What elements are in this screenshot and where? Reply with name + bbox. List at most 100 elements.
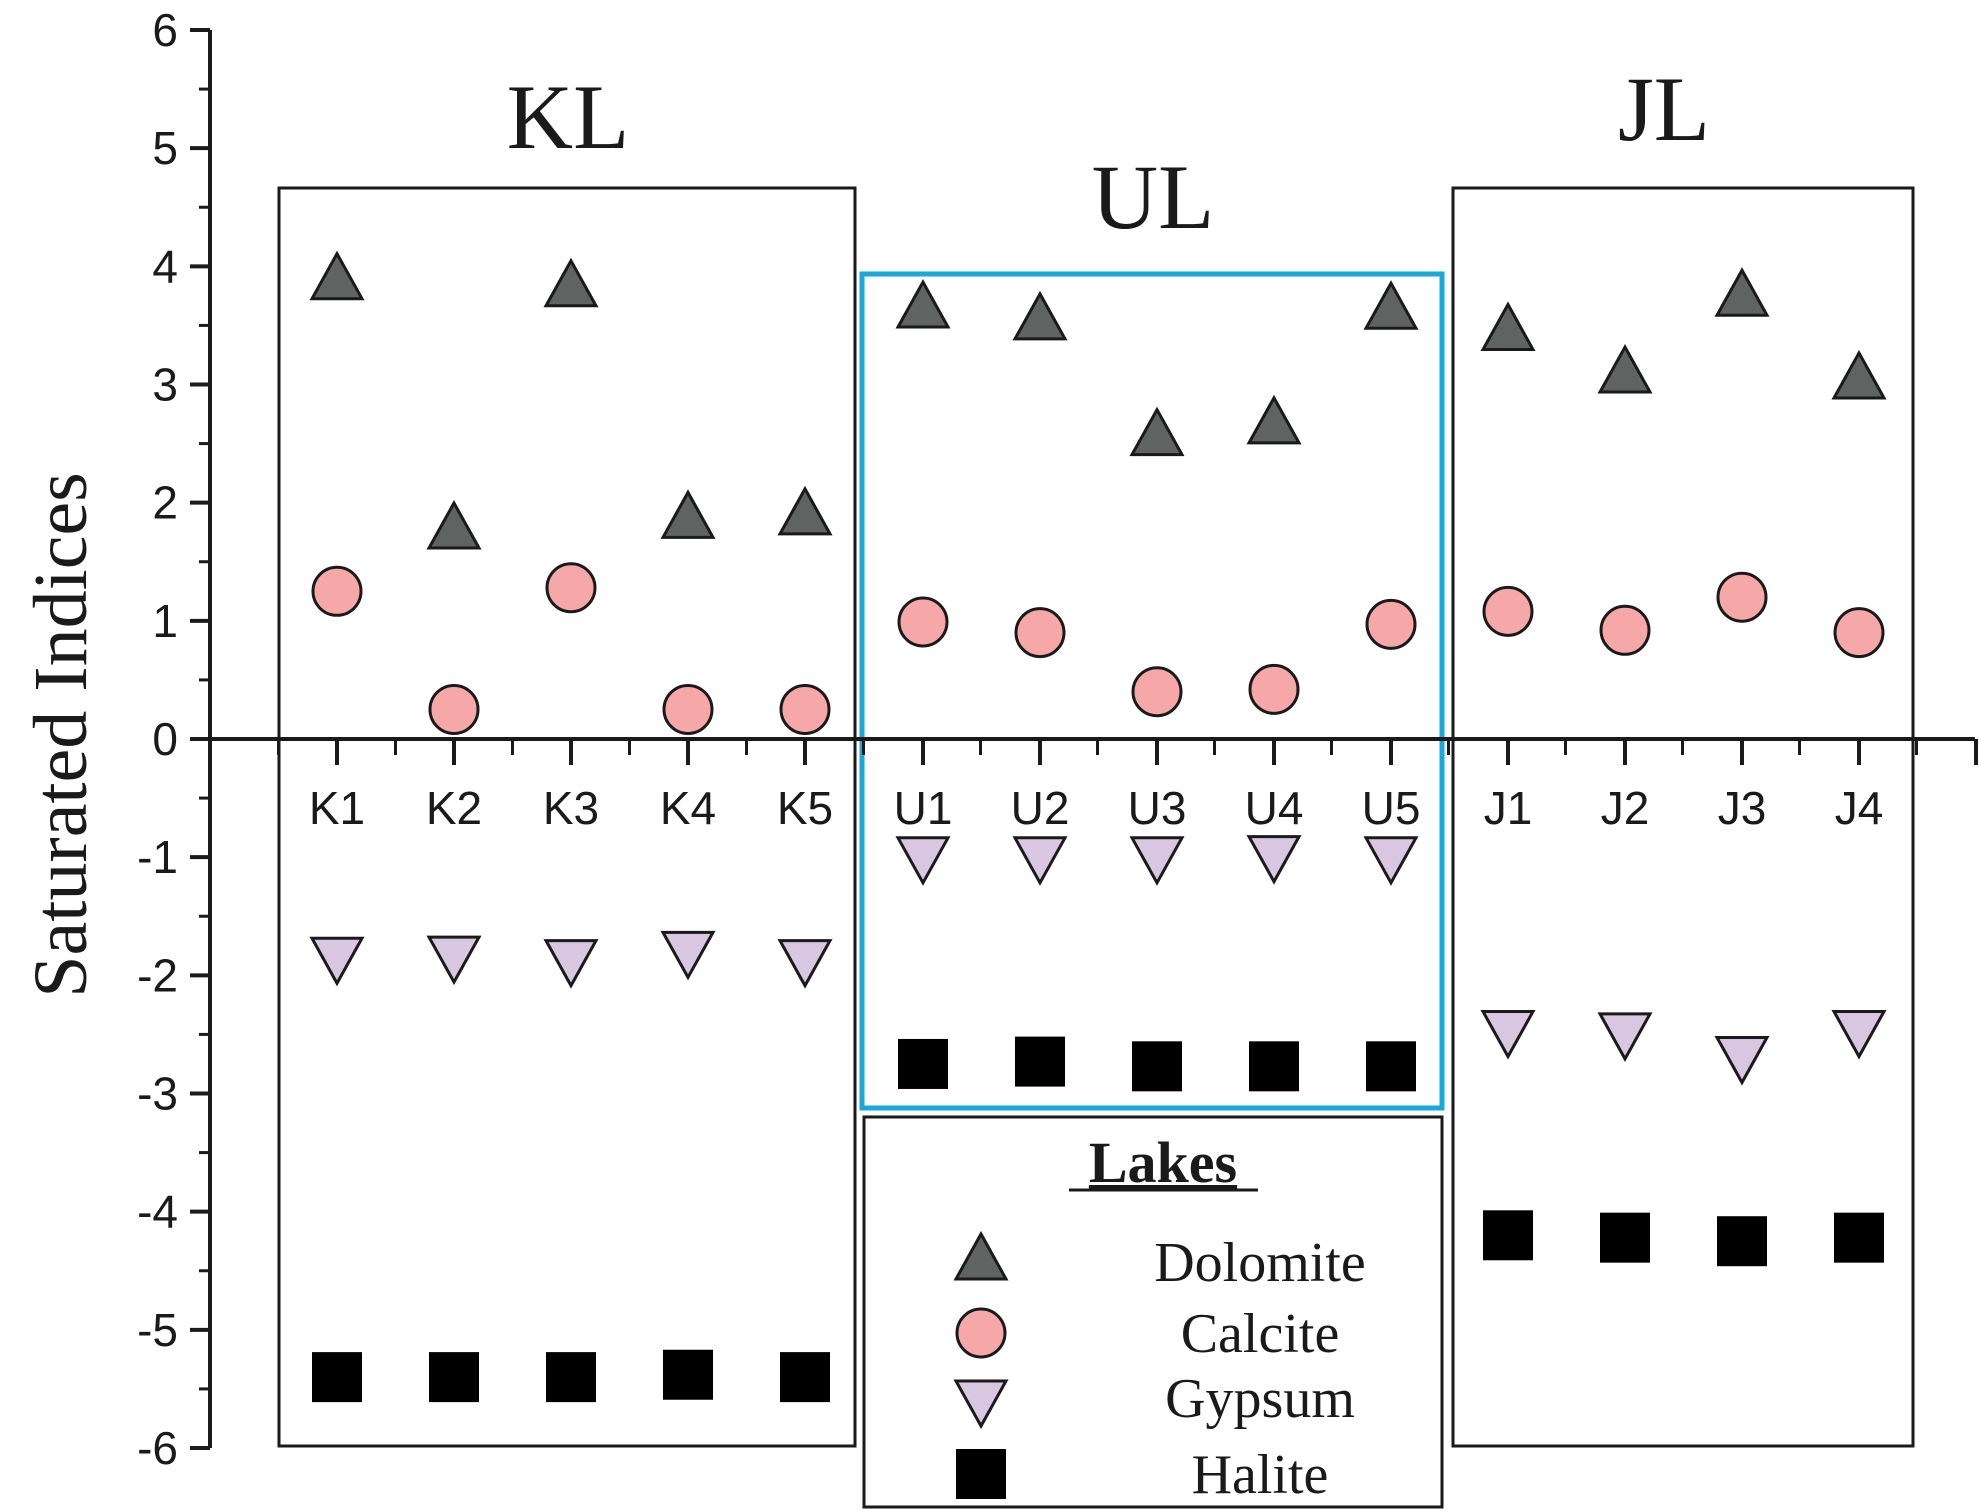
gypsum-point-k3 [543, 939, 599, 989]
halite-point-k4 [663, 1349, 713, 1400]
calcite-point-j2 [1599, 604, 1651, 656]
x-tick-label-k4: K4 [660, 782, 716, 834]
x-tick-label-k1: K1 [309, 782, 365, 834]
dolomite-point-k4 [660, 489, 716, 539]
legend-marker-gypsum [953, 1379, 1009, 1430]
y-tick-label: -5 [137, 1304, 178, 1356]
dolomite-point-k5 [777, 485, 833, 536]
calcite-point-k2 [428, 683, 480, 735]
gypsum-point-j1 [1480, 1010, 1536, 1060]
halite-point-u3 [1132, 1041, 1182, 1092]
calcite-point-k3 [545, 562, 597, 614]
legend-label-halite: Halite [1192, 1444, 1329, 1506]
dolomite-point-k1 [309, 250, 365, 301]
group-boxes [277, 186, 1915, 1448]
calcite-point-j3 [1716, 571, 1768, 623]
x-tick-label-j4: J4 [1835, 782, 1884, 834]
gypsum-point-k4 [660, 930, 716, 981]
legend-label-calcite: Calcite [1181, 1303, 1340, 1365]
legend-marker-dolomite [953, 1230, 1009, 1281]
series-dolomite [309, 250, 1887, 550]
y-tick-label: -4 [137, 1186, 178, 1238]
halite-point-j1 [1483, 1210, 1533, 1261]
x-tick-label-k3: K3 [543, 782, 599, 834]
legend-label-gypsum: Gypsum [1165, 1368, 1355, 1430]
y-tick-label: 5 [152, 122, 178, 174]
dolomite-point-u3 [1129, 406, 1185, 457]
series-gypsum [309, 835, 1887, 1086]
legend-label-dolomite: Dolomite [1154, 1232, 1366, 1294]
y-tick-label: 2 [152, 477, 178, 529]
halite-point-j4 [1834, 1212, 1884, 1263]
x-tick-label-u5: U5 [1362, 782, 1421, 834]
legend-title: Lakes [1089, 1130, 1237, 1195]
gypsum-point-u3 [1129, 836, 1185, 886]
dolomite-point-u5 [1363, 280, 1419, 330]
halite-point-j3 [1717, 1216, 1767, 1267]
y-tick-label: 1 [152, 595, 178, 647]
group-box-jl [1451, 186, 1915, 1448]
halite-point-u2 [1015, 1036, 1065, 1087]
calcite-point-j4 [1833, 607, 1885, 659]
calcite-point-k4 [662, 683, 714, 735]
gypsum-point-u2 [1012, 836, 1068, 886]
group-label-ul: UL [1092, 146, 1215, 248]
legend-marker-halite [956, 1449, 1006, 1499]
dolomite-point-j1 [1480, 301, 1536, 352]
x-tick-label-j3: J3 [1718, 782, 1767, 834]
x-tick-label-k2: K2 [426, 782, 482, 834]
gypsum-point-u1 [895, 836, 951, 886]
x-tick-label-j1: J1 [1484, 782, 1533, 834]
calcite-point-u1 [897, 596, 949, 648]
gypsum-point-k2 [426, 935, 482, 986]
dolomite-point-u2 [1012, 290, 1068, 341]
halite-point-k5 [780, 1352, 830, 1403]
dolomite-point-k2 [426, 499, 482, 550]
halite-point-u5 [1366, 1041, 1416, 1092]
y-tick-label: 0 [152, 713, 178, 765]
calcite-point-u4 [1248, 663, 1300, 715]
data-markers [309, 250, 1887, 1403]
y-tick-label: 6 [152, 4, 178, 56]
x-tick-label-u4: U4 [1245, 782, 1304, 834]
calcite-point-u5 [1365, 598, 1417, 650]
gypsum-point-u5 [1363, 836, 1419, 886]
series-calcite [311, 562, 1885, 735]
y-tick-label: 3 [152, 359, 178, 411]
halite-point-j2 [1600, 1212, 1650, 1263]
halite-point-u4 [1249, 1041, 1299, 1092]
group-labels: KL UL JL [507, 58, 1710, 248]
y-tick-label: -3 [137, 1068, 178, 1120]
halite-point-k3 [546, 1352, 596, 1403]
group-box-kl [277, 186, 857, 1448]
gypsum-point-j2 [1597, 1012, 1653, 1062]
x-tick-label-u3: U3 [1128, 782, 1187, 834]
calcite-point-j1 [1482, 585, 1534, 637]
gypsum-point-u4 [1246, 835, 1302, 885]
x-tick-label-j2: J2 [1601, 782, 1650, 834]
y-tick-label: -6 [137, 1422, 178, 1474]
y-axis-label: Saturated Indices [19, 472, 103, 997]
halite-point-k1 [312, 1352, 362, 1403]
group-label-kl: KL [507, 66, 630, 168]
series-halite [312, 1036, 1884, 1403]
group-label-jl: JL [1618, 58, 1710, 160]
gypsum-point-k5 [777, 939, 833, 989]
group-box-ul [859, 271, 1445, 1111]
legend-box [862, 1115, 1444, 1509]
dolomite-point-j4 [1831, 349, 1887, 400]
halite-point-k2 [429, 1352, 479, 1403]
dolomite-point-j3 [1714, 267, 1770, 317]
x-tick-label-k5: K5 [777, 782, 833, 834]
y-tick-label: -2 [137, 949, 178, 1001]
gypsum-point-k1 [309, 936, 365, 987]
dolomite-point-j2 [1597, 343, 1653, 394]
calcite-point-k1 [311, 565, 363, 617]
dolomite-point-u1 [895, 278, 951, 329]
halite-point-u1 [898, 1038, 948, 1089]
legend-marker-calcite [955, 1307, 1007, 1359]
